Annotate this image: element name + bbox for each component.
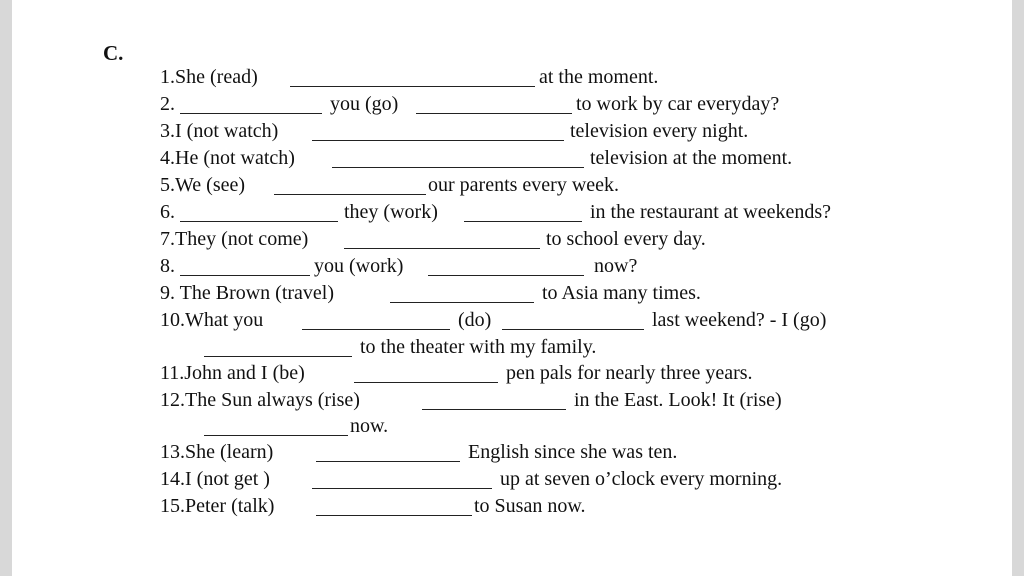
line-text: 2. [160,93,175,115]
answer-blank[interactable] [274,194,426,195]
answer-blank[interactable] [502,329,644,330]
answer-blank[interactable] [312,488,492,489]
answer-blank[interactable] [422,409,566,410]
line-text: to Asia many times. [542,282,701,304]
line-text: at the moment. [539,66,659,88]
answer-blank[interactable] [416,113,572,114]
line-text: 6. [160,201,175,223]
line-text: you (go) [330,93,399,115]
line-text: they (work) [344,201,438,223]
answer-blank[interactable] [312,140,564,141]
line-text: to work by car everyday? [576,93,780,115]
line-text: 11.John and I (be) [160,362,305,384]
line-text: to Susan now. [474,495,586,517]
answer-blank[interactable] [180,275,310,276]
line-text: 8. [160,255,175,277]
line-text: 5.We (see) [160,174,246,196]
answer-blank[interactable] [344,248,540,249]
line-text: 9. The Brown (travel) [160,282,335,304]
line-text: 4.He (not watch) [160,147,295,169]
section-heading: C. [103,41,124,65]
answer-blank[interactable] [316,461,460,462]
line-text: 10.What you [160,309,264,331]
answer-blank[interactable] [204,435,348,436]
line-text: 12.The Sun always (rise) [160,389,360,411]
answer-blank[interactable] [302,329,450,330]
answer-blank[interactable] [354,382,498,383]
line-text: 15.Peter (talk) [160,495,275,517]
line-text: television every night. [570,120,749,142]
line-text: now? [594,255,638,277]
line-text: now. [350,415,389,437]
line-text: 7.They (not come) [160,228,309,250]
line-text: in the restaurant at weekends? [590,201,832,223]
line-text: in the East. Look! It (rise) [574,389,782,411]
answer-blank[interactable] [290,86,535,87]
line-text: last weekend? - I (go) [652,309,827,331]
answer-blank[interactable] [180,221,338,222]
line-text: 14.I (not get ) [160,468,270,490]
answer-blank[interactable] [332,167,584,168]
answer-blank[interactable] [390,302,534,303]
answer-blank[interactable] [204,356,352,357]
answer-blank[interactable] [428,275,584,276]
line-text: up at seven o’clock every morning. [500,468,783,490]
line-text: 13.She (learn) [160,441,274,463]
line-text: to the theater with my family. [360,336,597,358]
line-text: English since she was ten. [468,441,678,463]
line-text: television at the moment. [590,147,793,169]
line-text: 3.I (not watch) [160,120,279,142]
line-text: pen pals for nearly three years. [506,362,753,384]
answer-blank[interactable] [316,515,472,516]
worksheet-page: C. 1.She (read) at the moment. 2. you (g… [12,0,1012,576]
line-text: you (work) [314,255,404,277]
line-text: 1.She (read) [160,66,258,88]
line-text: our parents every week. [428,174,620,196]
line-text: to school every day. [546,228,706,250]
answer-blank[interactable] [464,221,582,222]
line-text: (do) [458,309,492,331]
answer-blank[interactable] [180,113,322,114]
